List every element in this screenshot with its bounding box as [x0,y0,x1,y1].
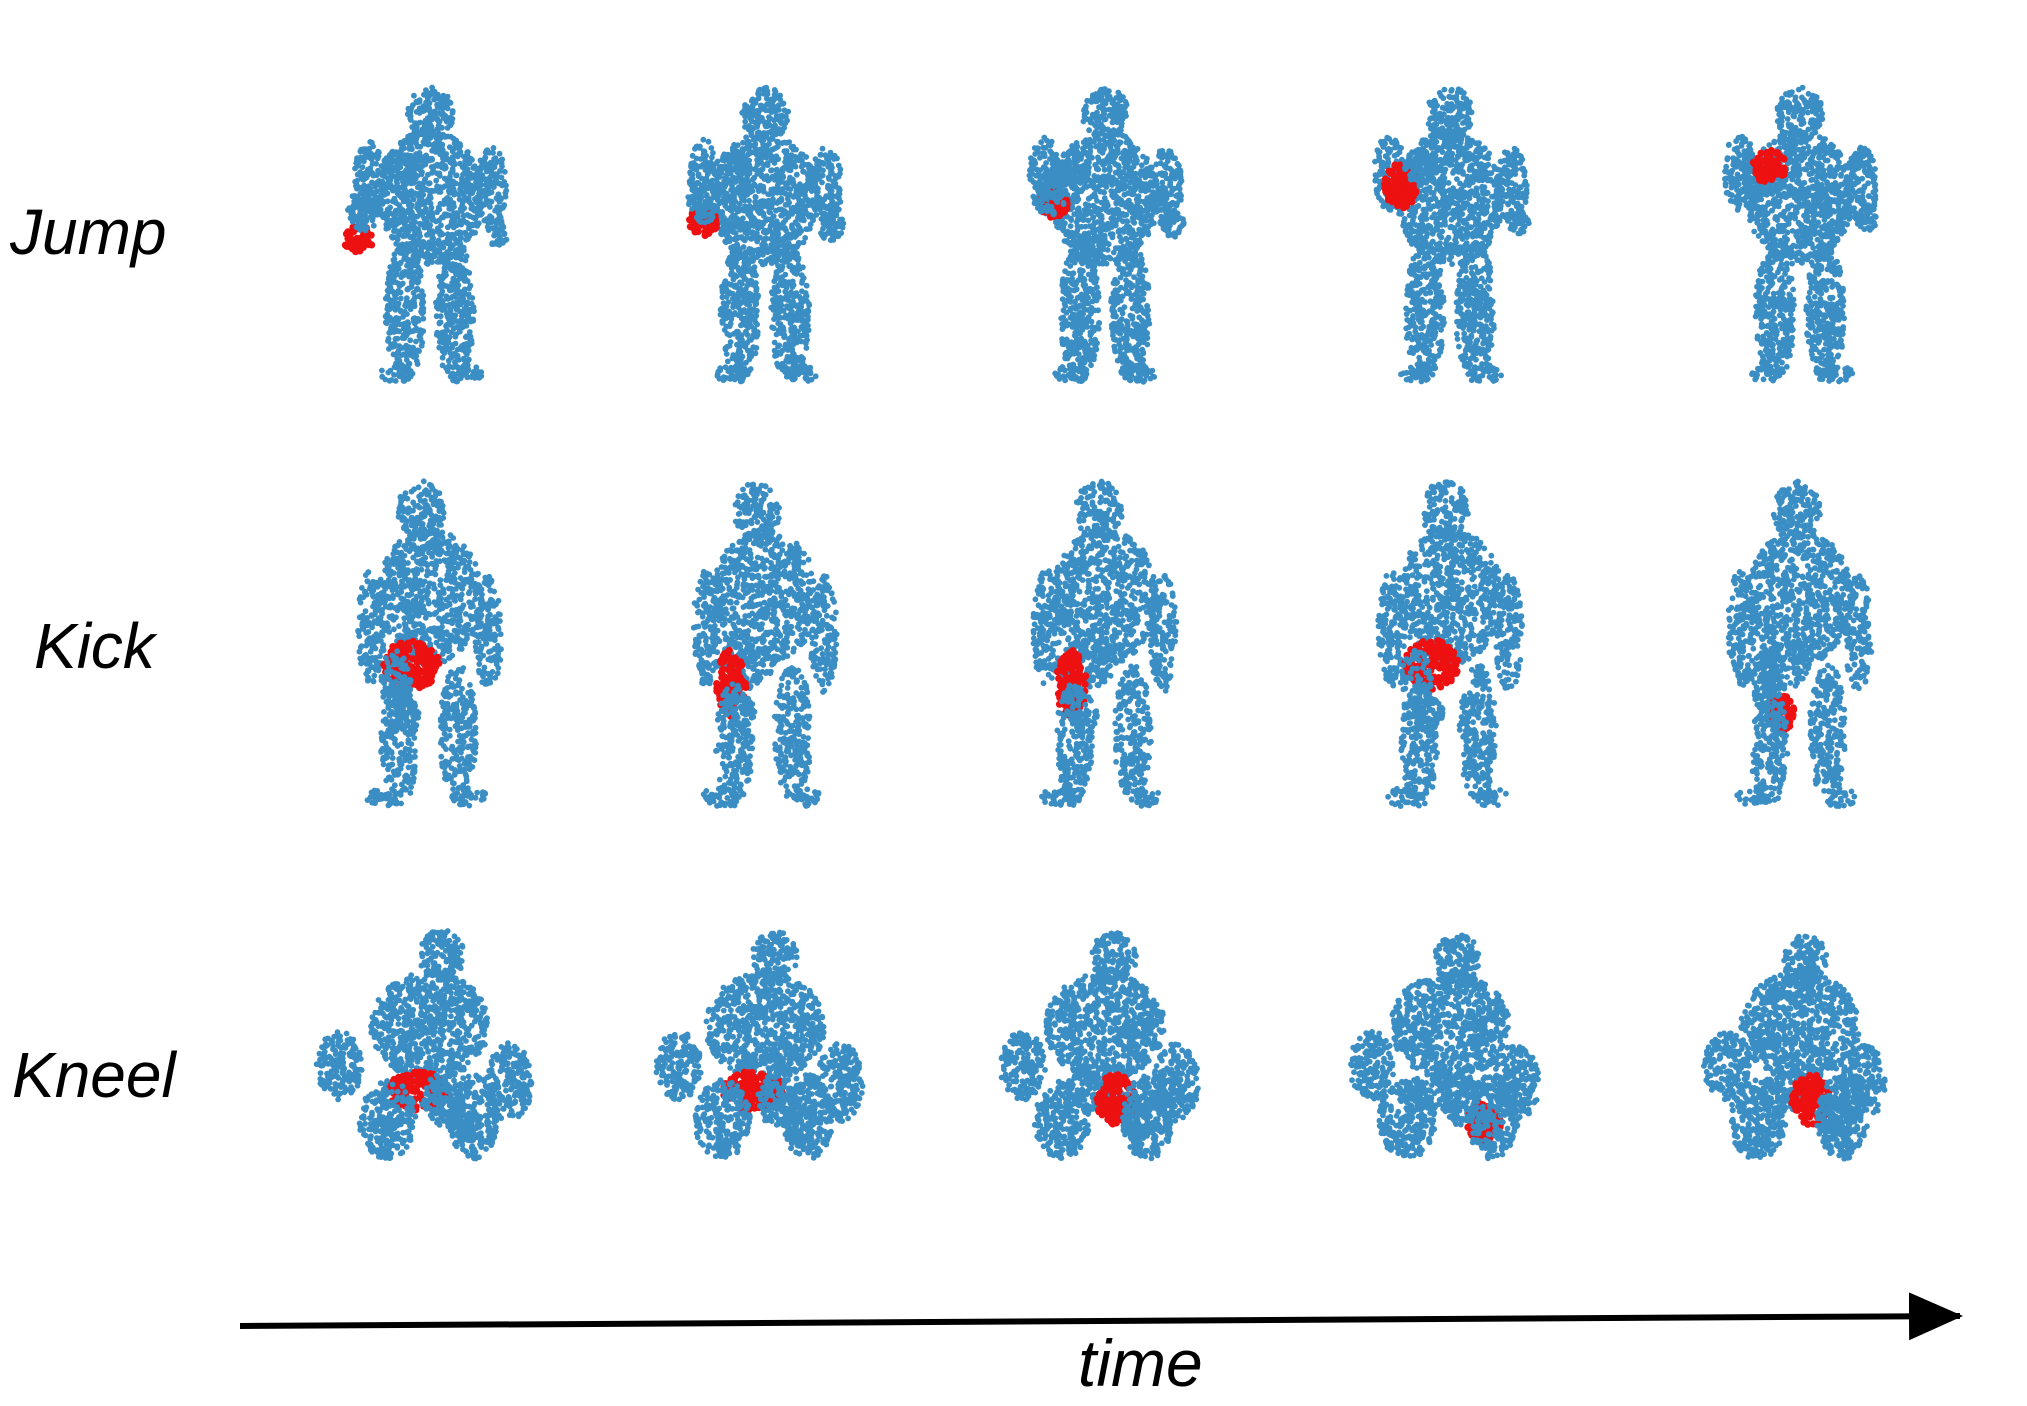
point-cloud-kick-frame-3 [1030,478,1180,809]
row-label-kick: Kick [34,614,155,678]
row-label-kneel: Kneel [12,1043,176,1107]
point-cloud-kneel-frame-1 [313,928,535,1162]
row-label-jump: Jump [10,200,167,264]
point-cloud-kick-frame-1 [355,478,504,809]
point-cloud-jump-frame-2 [685,84,847,385]
point-cloud-grid [313,84,1888,1162]
time-axis-arrow [239,1292,1963,1341]
point-cloud-jump-frame-3 [1026,86,1187,385]
point-cloud-kneel-frame-2 [653,929,866,1161]
point-cloud-kick-frame-4 [1375,479,1525,809]
point-cloud-kneel-frame-5 [1701,933,1888,1162]
point-cloud-kneel-frame-4 [1348,932,1541,1162]
point-cloud-jump-frame-4 [1372,86,1532,385]
point-cloud-kick-frame-5 [1725,478,1875,809]
time-axis-label: time [1078,1330,1203,1396]
point-cloud-jump-frame-5 [1722,84,1879,385]
point-cloud-kneel-frame-3 [998,930,1201,1162]
point-cloud-jump-frame-1 [341,84,510,385]
point-cloud-kick-frame-2 [690,481,840,809]
